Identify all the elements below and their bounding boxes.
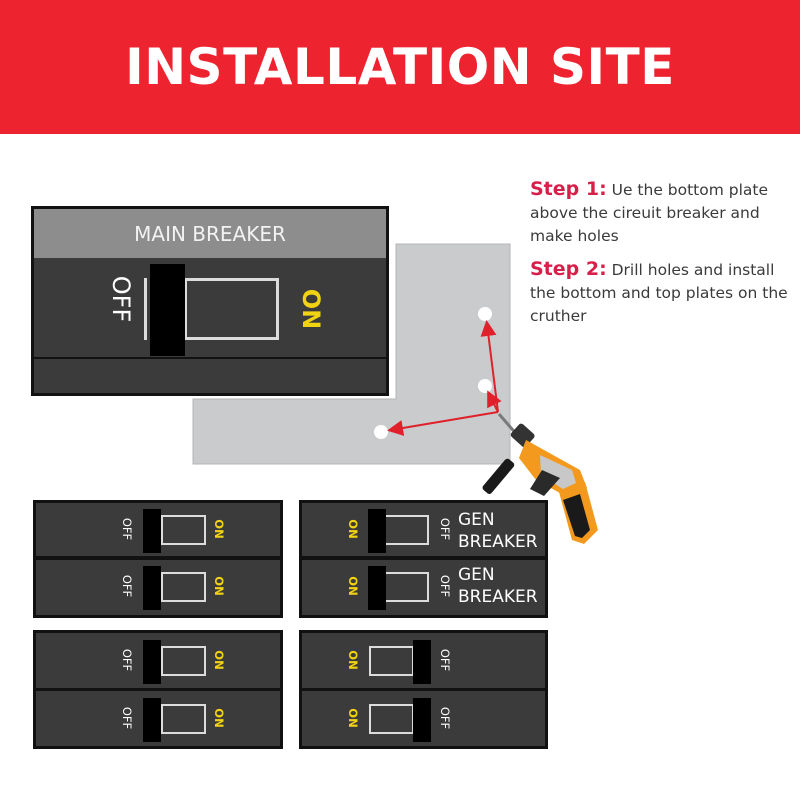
- switch-lever: [143, 566, 161, 610]
- switch-lever: [413, 640, 431, 684]
- switch-lever: [143, 509, 161, 553]
- gen-breaker-label: GEN BREAKER: [458, 510, 538, 552]
- main-breaker-strip: [34, 359, 386, 393]
- switch-window: [161, 646, 206, 676]
- mounting-plate: [192, 243, 511, 465]
- step-2-label: Step 2:: [530, 258, 607, 280]
- main-breaker-title: MAIN BREAKER: [134, 221, 286, 246]
- arrow: [387, 411, 499, 436]
- step-1-label: Step 1:: [530, 178, 607, 200]
- breaker-panel-top-left: OFF ON OFF ON: [33, 500, 283, 618]
- gen-breaker-label: GEN BREAKER: [458, 565, 538, 607]
- switch-lever: [143, 698, 161, 742]
- switch-lever: [143, 640, 161, 684]
- drill-icon: [482, 413, 598, 544]
- step-1: Step 1: Ue the bottom plate above the ci…: [530, 178, 798, 248]
- switch-lever: [413, 698, 431, 742]
- drill-hole: [478, 379, 492, 393]
- instructions: Step 1: Ue the bottom plate above the ci…: [530, 178, 798, 338]
- switch-window: [161, 515, 206, 545]
- main-breaker-lever: [150, 264, 185, 356]
- breaker-module: [302, 560, 545, 615]
- switch-lever: [368, 566, 386, 610]
- title-banner: INSTALLATION SITE: [0, 0, 800, 134]
- breaker-module: [302, 503, 545, 556]
- step-2-text: Drill holes and install the bottom and t…: [530, 261, 788, 325]
- main-breaker-window: [184, 278, 279, 340]
- main-breaker-header: MAIN BREAKER: [34, 209, 386, 258]
- drill-hole: [374, 425, 388, 439]
- switch-window: [161, 572, 206, 602]
- step-1-text: Ue the bottom plate above the cireuit br…: [530, 181, 769, 245]
- breaker-panel-bottom-left: OFF ON OFF ON: [33, 630, 283, 749]
- page-title: INSTALLATION SITE: [125, 38, 675, 96]
- step-2: Step 2: Drill holes and install the bott…: [530, 258, 798, 328]
- drill-hole: [478, 307, 492, 321]
- main-breaker: MAIN BREAKER: [31, 206, 389, 396]
- main-breaker-body: [34, 258, 386, 357]
- main-breaker-window-edge: [144, 278, 152, 340]
- breaker-panel-top-right: ON OFF GEN BREAKER ON OFF GEN BREAKER: [299, 500, 548, 618]
- switch-window: [161, 704, 206, 734]
- arrow: [487, 390, 502, 413]
- direction-arrows: [387, 320, 502, 436]
- switch-lever: [368, 509, 386, 553]
- breaker-panel-bottom-right: ON OFF ON OFF: [299, 630, 548, 749]
